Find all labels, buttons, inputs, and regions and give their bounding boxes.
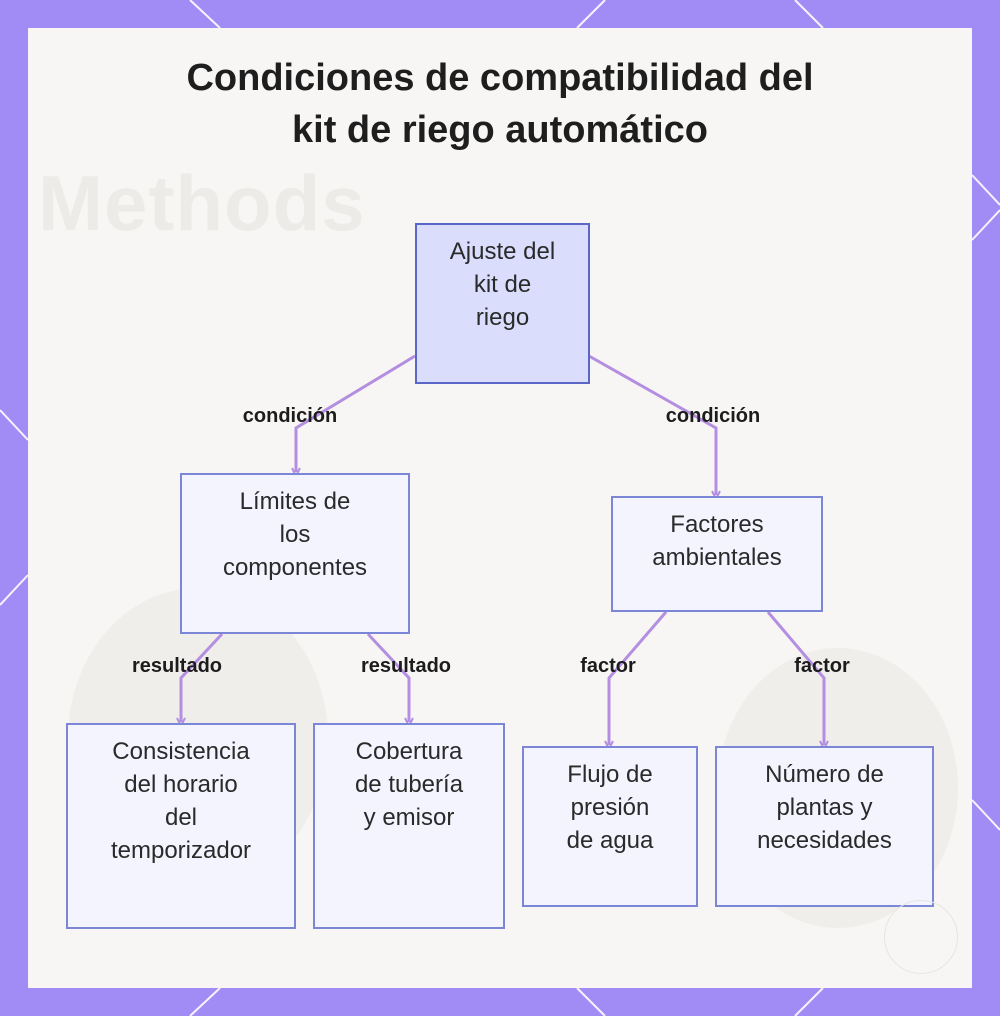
node-line: Consistencia bbox=[112, 738, 250, 765]
node-line: ambientales bbox=[652, 544, 782, 571]
node-line: de tubería bbox=[354, 771, 464, 798]
node-line: Factores bbox=[670, 511, 764, 538]
node-timer-consistency: Consistencia del horario del temporizado… bbox=[66, 723, 296, 929]
node-line: riego bbox=[475, 304, 530, 331]
node-line: kit de bbox=[473, 271, 532, 298]
edge-label-factor: factor bbox=[580, 655, 636, 677]
node-line: Cobertura bbox=[355, 738, 463, 765]
node-tube-coverage: Cobertura de tubería y emisor bbox=[313, 723, 505, 929]
title-line-1: Condiciones de compatibilidad del bbox=[186, 57, 814, 99]
node-line: Flujo de bbox=[567, 761, 653, 788]
watermark-badge-icon bbox=[884, 900, 958, 974]
node-water-pressure: Flujo de presión de agua bbox=[522, 746, 698, 907]
node-line: de agua bbox=[566, 827, 654, 854]
node-line: Número de bbox=[765, 761, 884, 788]
node-line: plantas y bbox=[776, 794, 873, 821]
edge-label-condition: condición bbox=[242, 405, 338, 427]
background-watermark-text: Methods bbox=[38, 159, 366, 247]
node-line: del bbox=[164, 804, 198, 831]
page-title: Condiciones de compatibilidad del kit de… bbox=[0, 52, 1000, 156]
node-line: Límites de bbox=[239, 488, 351, 515]
title-line-2: kit de riego automático bbox=[292, 109, 708, 151]
node-line: temporizador bbox=[110, 837, 252, 864]
node-line: del horario bbox=[124, 771, 238, 798]
edge-label-factor: factor bbox=[794, 655, 850, 677]
edge-label-result: resultado bbox=[360, 655, 452, 677]
node-plant-count: Número de plantas y necesidades bbox=[715, 746, 934, 907]
edge-label-result: resultado bbox=[131, 655, 223, 677]
edge-label-condition: condición bbox=[665, 405, 761, 427]
node-environmental-factors: Factores ambientales bbox=[611, 496, 823, 612]
node-component-limits: Límites de los componentes bbox=[180, 473, 410, 634]
node-kit-adjustment: Ajuste del kit de riego bbox=[415, 223, 590, 384]
node-line: los bbox=[279, 521, 311, 548]
node-line: y emisor bbox=[363, 804, 455, 831]
node-line: necesidades bbox=[757, 827, 892, 854]
node-line: componentes bbox=[222, 554, 368, 581]
node-line: Ajuste del bbox=[449, 238, 556, 265]
node-line: presión bbox=[570, 794, 650, 821]
